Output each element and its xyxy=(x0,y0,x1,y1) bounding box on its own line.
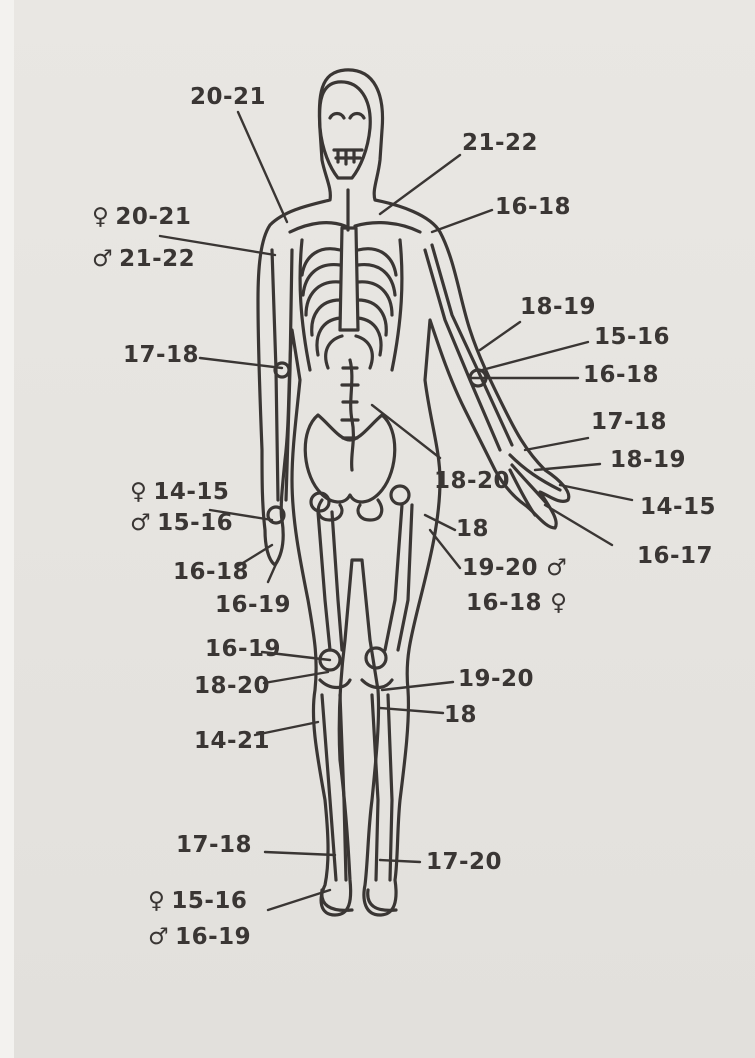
female-symbol: ♀ xyxy=(130,479,147,505)
leader-skull-suture xyxy=(238,112,287,222)
right-femur xyxy=(385,505,412,650)
left-femur xyxy=(318,512,342,650)
label-wrist-male: ♂15-16 xyxy=(130,512,233,535)
label-hand-c: 14-15 xyxy=(640,496,716,519)
label-tibia-prox: 18-20 xyxy=(194,675,270,698)
leader-shoulder-acromion xyxy=(432,210,492,232)
pelvis xyxy=(305,415,395,502)
label-skull-suture: 20-21 xyxy=(190,86,266,109)
sternum xyxy=(340,228,358,330)
male-symbol: ♂ xyxy=(546,555,567,581)
label-femur-distal: 16-19 xyxy=(205,638,281,661)
label-knee-a: 19-20 xyxy=(458,668,534,691)
label-elbow-c: 16-18 xyxy=(583,364,659,387)
leader-hand-a xyxy=(525,438,588,450)
label-radius-distal: 16-18 xyxy=(173,561,249,584)
female-symbol: ♀ xyxy=(550,590,567,616)
female-symbol: ♀ xyxy=(92,204,109,230)
label-wrist-female: ♀14-15 xyxy=(130,481,229,504)
leader-elbow-b xyxy=(482,342,588,370)
leader-knee-a xyxy=(382,682,453,690)
label-clavicle-female: ♀20-21 xyxy=(92,206,191,229)
leader-hand-b xyxy=(535,464,600,470)
label-trochanter-male: 19-20♂ xyxy=(462,557,567,580)
label-shoulder-acromion: 16-18 xyxy=(495,196,571,219)
label-foot-male: ♂16-19 xyxy=(148,926,251,949)
leader-fibula-distal xyxy=(380,860,420,862)
label-femur-head: 18 xyxy=(456,518,489,541)
male-symbol: ♂ xyxy=(130,510,151,536)
female-symbol: ♀ xyxy=(148,888,165,914)
male-symbol: ♂ xyxy=(92,246,113,272)
label-elbow-a: 18-19 xyxy=(520,296,596,319)
leader-elbow-a xyxy=(480,322,520,350)
label-foot-female: ♀15-16 xyxy=(148,890,247,913)
label-elbow-b: 15-16 xyxy=(594,326,670,349)
label-pelvis: 18-20 xyxy=(434,470,510,493)
leader-sternal-clavicle xyxy=(380,155,460,214)
label-sternal-clavicle: 21-22 xyxy=(462,132,538,155)
leader-tibia-prox xyxy=(264,672,328,683)
label-clavicle-male: ♂21-22 xyxy=(92,248,195,271)
leader-femur-head xyxy=(425,515,455,530)
label-hand-a: 17-18 xyxy=(591,411,667,434)
label-hand-b: 18-19 xyxy=(610,449,686,472)
label-humerus-prox: 17-18 xyxy=(123,344,199,367)
label-hand-d: 16-17 xyxy=(637,545,713,568)
leader-humerus-prox xyxy=(200,358,282,368)
label-ulna-distal: 16-19 xyxy=(215,594,291,617)
male-symbol: ♂ xyxy=(148,924,169,950)
label-tibia-shaft: 14-21 xyxy=(194,730,270,753)
label-fibula-distal: 17-20 xyxy=(426,851,502,874)
label-trochanter-female: 16-18♀ xyxy=(466,592,567,615)
leader-hand-c xyxy=(560,485,632,500)
leader-ankle xyxy=(265,852,335,855)
label-ankle: 17-18 xyxy=(176,834,252,857)
label-knee-b: 18 xyxy=(444,704,477,727)
